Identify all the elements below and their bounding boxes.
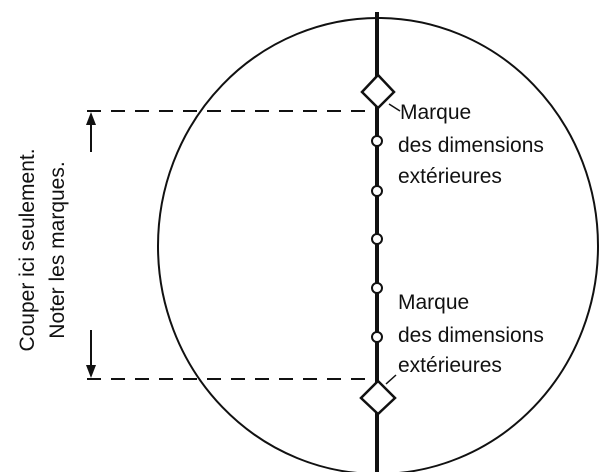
top-mark-label-line1: Marque (400, 101, 471, 124)
side-instruction-line2: Noter les marques. (46, 161, 69, 338)
bottom-mark-label-line3: extérieures (398, 354, 502, 377)
circle-marker-2 (371, 185, 383, 197)
top-diamond-marker (360, 73, 396, 110)
top-arrow-head (86, 112, 96, 125)
bottom-mark-label-line1: Marque (398, 291, 469, 314)
bottom-arrow-head (86, 365, 96, 378)
bottom-diamond-marker (359, 379, 397, 416)
circle-marker-1 (371, 135, 383, 147)
bottom-mark-label-line2: des dimensions (398, 324, 544, 347)
top-mark-label-line3: extérieures (398, 165, 502, 188)
circle-marker-4 (371, 282, 383, 294)
circle-marker-3 (371, 233, 383, 245)
top-label-tick (388, 103, 401, 112)
top-mark-label-line2: des dimensions (398, 134, 544, 157)
side-instruction-line1: Couper ici seulement. (16, 148, 39, 351)
side-instruction: Couper ici seulement. Noter les marques. (16, 148, 69, 351)
circle-marker-5 (371, 331, 383, 343)
bottom-label-tick (385, 374, 397, 385)
